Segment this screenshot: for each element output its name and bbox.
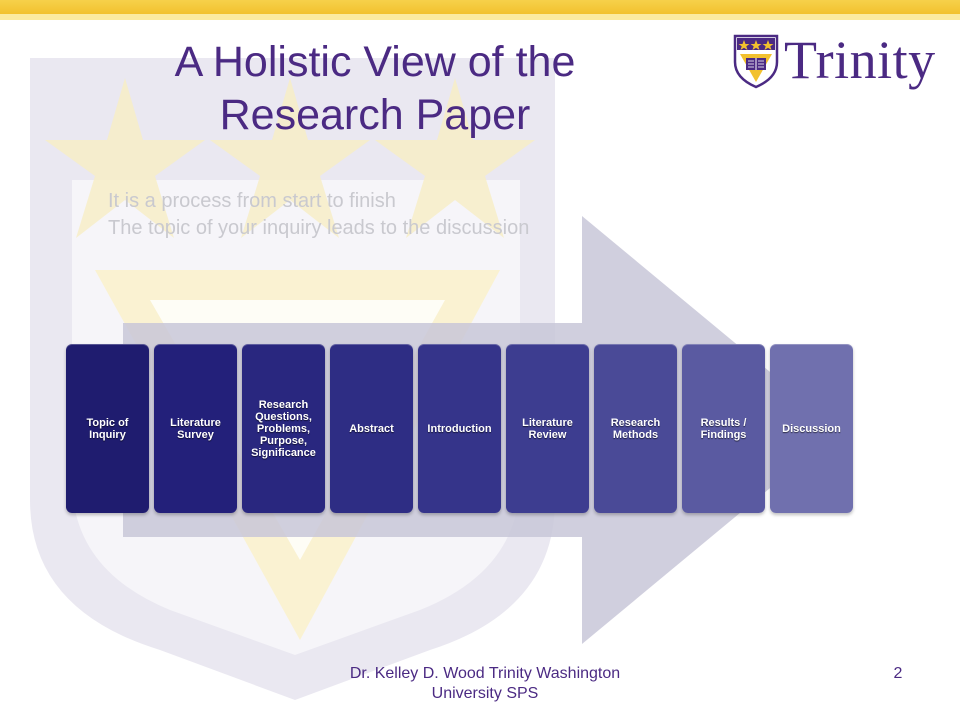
slide-footer: Dr. Kelley D. Wood Trinity Washington Un… bbox=[349, 665, 621, 702]
page-number: 2 bbox=[893, 665, 903, 682]
step-research-questions: Research Questions, Problems, Purpose, S… bbox=[242, 344, 325, 513]
bullet-item: It is a process from start to finish bbox=[108, 190, 396, 212]
step-topic-of-inquiry: Topic of Inquiry bbox=[66, 344, 149, 513]
top-accent-line bbox=[0, 14, 960, 20]
step-label: Literature Review bbox=[522, 416, 573, 441]
step-research-methods: Research Methods bbox=[594, 344, 677, 513]
step-results-findings: Results / Findings bbox=[682, 344, 765, 513]
step-label: Discussion bbox=[782, 422, 841, 435]
step-label: Literature Survey bbox=[170, 416, 221, 441]
step-label: Research Questions, Problems, Purpose, S… bbox=[251, 398, 316, 459]
bullet-item: The topic of your inquiry leads to the d… bbox=[108, 217, 530, 239]
step-label: Topic of Inquiry bbox=[86, 416, 129, 441]
trinity-logo: Trinity bbox=[732, 30, 947, 90]
slide-title: A Holistic View of the Research Paper bbox=[174, 38, 576, 139]
step-label: Introduction bbox=[427, 422, 492, 435]
step-abstract: Abstract bbox=[330, 344, 413, 513]
step-label: Abstract bbox=[349, 422, 394, 435]
step-literature-review: Literature Review bbox=[506, 344, 589, 513]
step-literature-survey: Literature Survey bbox=[154, 344, 237, 513]
step-discussion: Discussion bbox=[770, 344, 853, 513]
logo-wordmark: Trinity bbox=[784, 30, 936, 90]
bullet-list: It is a process from start to finish The… bbox=[108, 188, 529, 242]
step-label: Results / Findings bbox=[700, 416, 747, 441]
step-label: Research Methods bbox=[610, 416, 661, 441]
top-accent-bar bbox=[0, 0, 960, 14]
trinity-shield-icon bbox=[733, 34, 779, 89]
step-introduction: Introduction bbox=[418, 344, 501, 513]
